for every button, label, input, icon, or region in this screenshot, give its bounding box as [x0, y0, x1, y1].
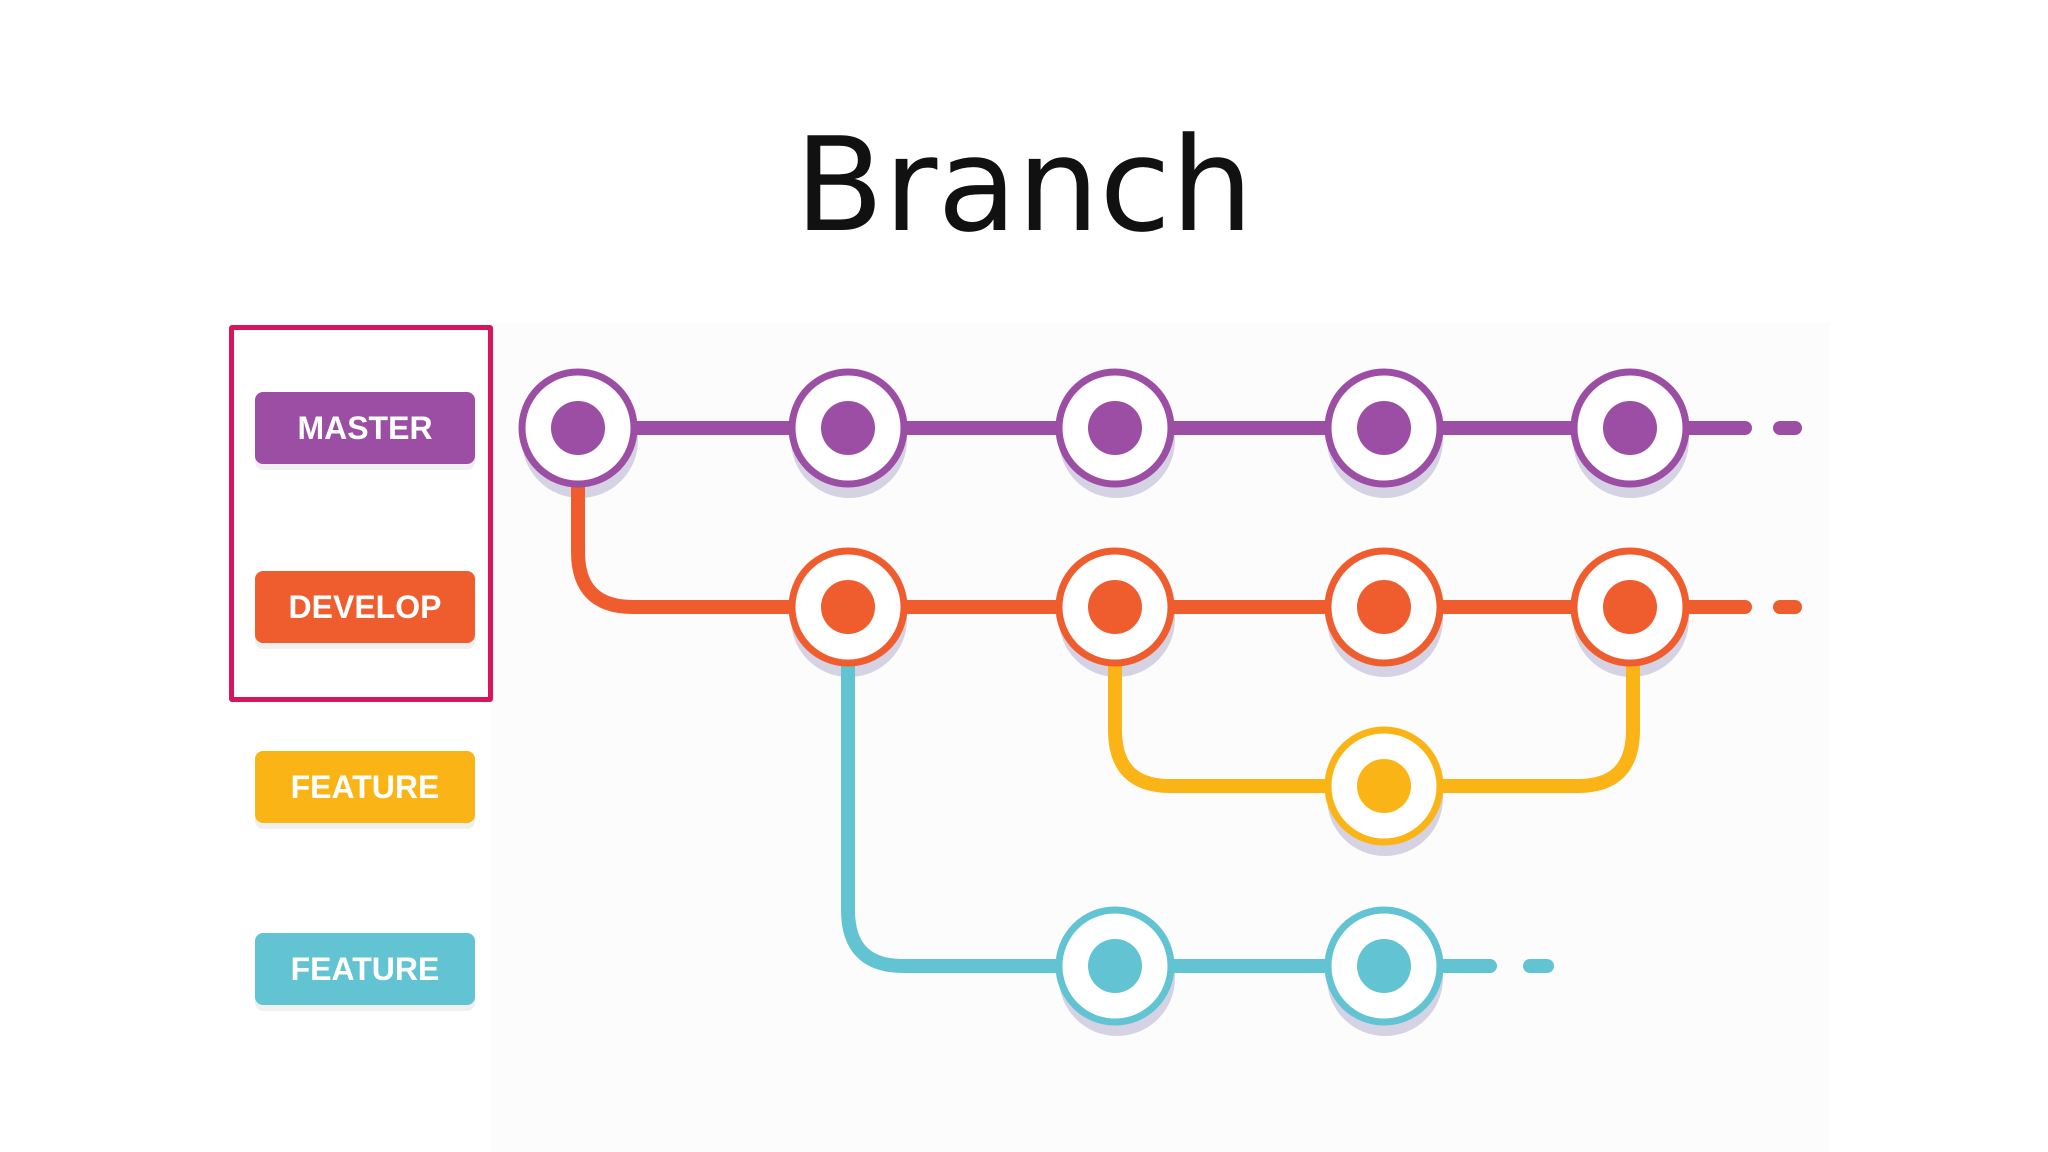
- commit-node: [1324, 547, 1444, 667]
- develop-nodes: [788, 547, 1690, 667]
- commit-node: [1324, 906, 1444, 1026]
- feature-label: FEATURE: [255, 933, 475, 1005]
- master-nodes: [518, 368, 1690, 488]
- page-title: Branch: [794, 109, 1254, 261]
- commit-node: [1055, 906, 1175, 1026]
- commit-node: [518, 368, 638, 488]
- feature-b-nodes: [1055, 906, 1444, 1026]
- commit-node: [788, 547, 908, 667]
- highlight-box: [229, 325, 493, 702]
- commit-node: [1570, 368, 1690, 488]
- feature-b-branch-line: [841, 600, 1497, 973]
- commit-node: [788, 368, 908, 488]
- commit-node: [1570, 547, 1690, 667]
- feature-a-nodes: [1324, 726, 1444, 846]
- master-label: MASTER: [255, 392, 475, 464]
- feature-label: FEATURE: [255, 751, 475, 823]
- develop-label: DEVELOP: [255, 571, 475, 643]
- commit-node: [1324, 368, 1444, 488]
- commit-node: [1055, 547, 1175, 667]
- commit-node: [1055, 368, 1175, 488]
- commit-node: [1324, 726, 1444, 846]
- develop-branch-line: [571, 421, 1752, 614]
